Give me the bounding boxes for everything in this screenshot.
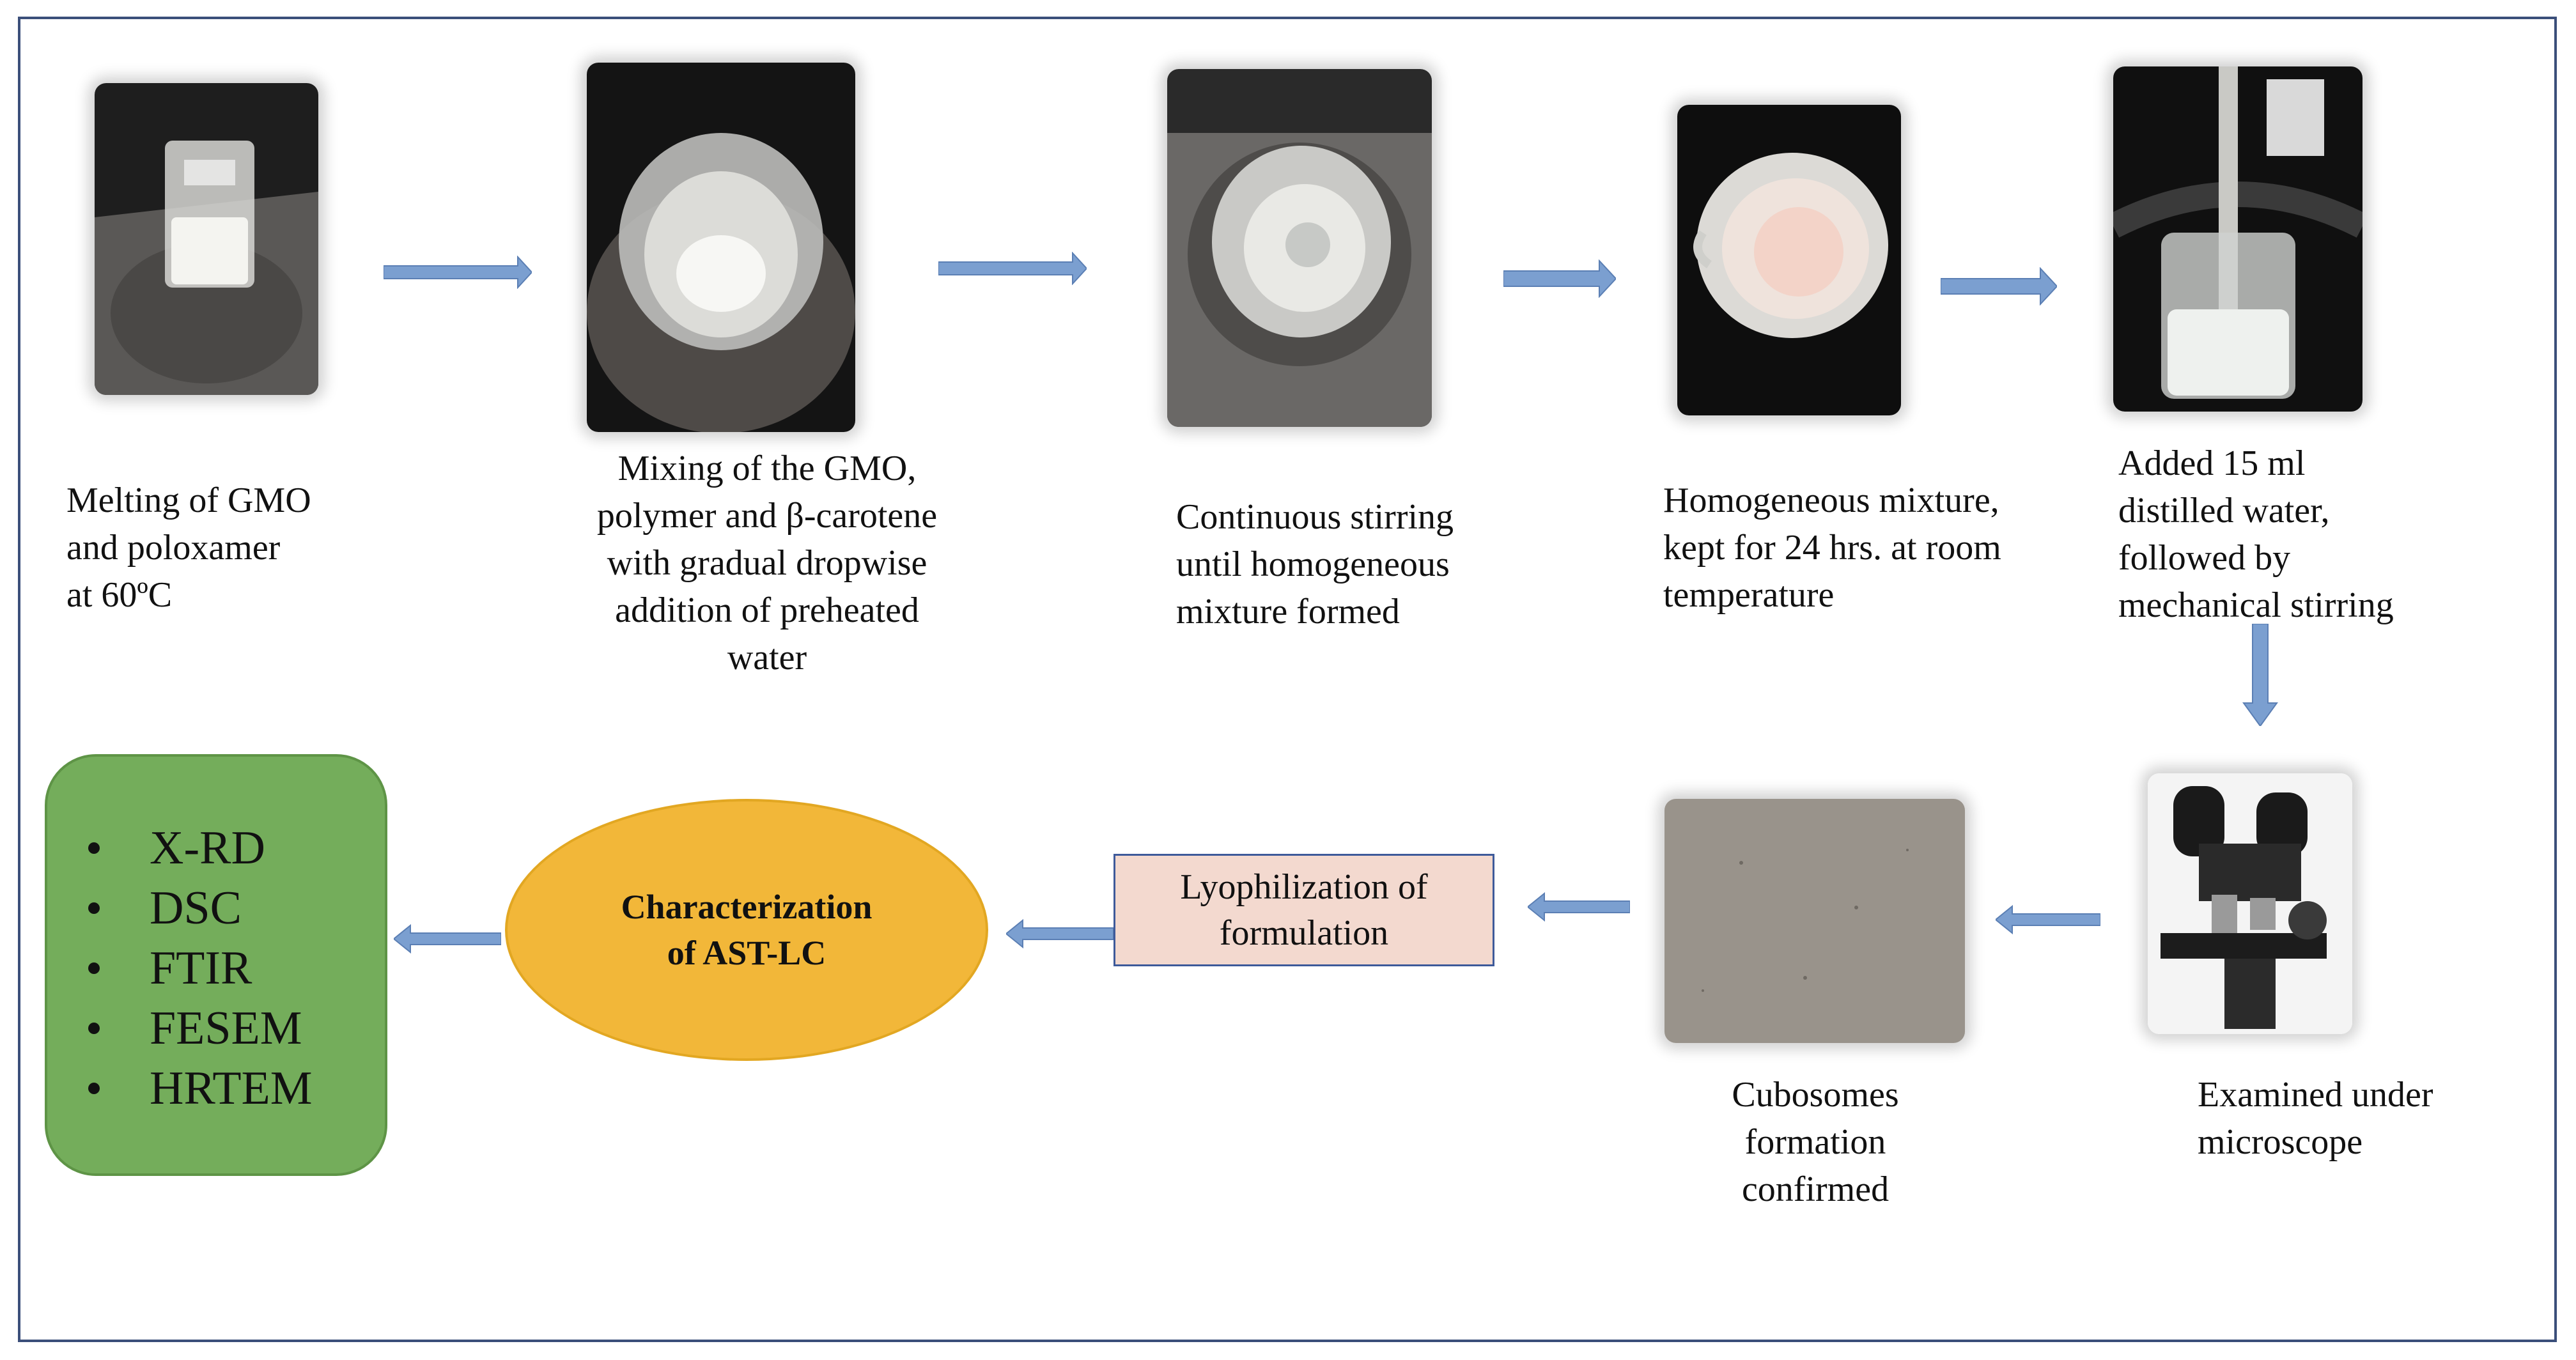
label-mixing: Mixing of the GMO, polymer and β-caroten… xyxy=(596,449,938,677)
arrow-left-4 xyxy=(394,924,501,954)
techniques-list: X-RD DSC FTIR FESEM HRTEM xyxy=(47,757,385,1118)
photo-mixing xyxy=(587,63,855,432)
label-stirring: Continuous stirring until homogeneous mi… xyxy=(1176,497,1454,631)
photo-microscope xyxy=(2148,773,2352,1034)
arrow-right-3 xyxy=(1503,259,1616,298)
photo-melting xyxy=(95,83,318,395)
technique-item: DSC xyxy=(88,878,385,938)
technique-item: HRTEM xyxy=(88,1058,385,1118)
diagram-frame xyxy=(18,17,2557,1342)
technique-item: FESEM xyxy=(88,998,385,1058)
label-homogeneous: Homogeneous mixture, kept for 24 hrs. at… xyxy=(1663,481,2001,615)
arrow-left-1 xyxy=(1996,905,2100,934)
label-microscope: Examined under microscope xyxy=(2198,1075,2433,1162)
arrow-left-3 xyxy=(1006,919,1113,948)
technique-item: X-RD xyxy=(88,818,385,878)
arrow-down xyxy=(2242,624,2278,726)
label-cubosomes: Cubosomes formation confirmed xyxy=(1732,1075,1899,1209)
photo-homogeneous xyxy=(1677,105,1901,415)
photo-stirring xyxy=(1167,69,1432,427)
label-melting: Melting of GMO and poloxamer at 60ºC xyxy=(66,481,311,615)
bullet-icon xyxy=(88,1083,100,1094)
technique-item: FTIR xyxy=(88,938,385,998)
arrow-right-2 xyxy=(938,252,1087,285)
arrow-right-4 xyxy=(1941,267,2057,305)
photo-cubosomes xyxy=(1664,799,1965,1043)
bullet-icon xyxy=(88,842,100,854)
techniques-box: X-RD DSC FTIR FESEM HRTEM xyxy=(45,754,387,1176)
arrow-right-1 xyxy=(384,256,532,289)
label-water: Added 15 ml distilled water, followed by… xyxy=(2118,444,2394,625)
arrow-left-2 xyxy=(1528,892,1630,922)
photo-mechanical-stirring xyxy=(2113,66,2363,412)
bullet-icon xyxy=(88,902,100,914)
bullet-icon xyxy=(88,1023,100,1034)
bullet-icon xyxy=(88,962,100,974)
characterization-ellipse: Characterization of AST-LC xyxy=(505,799,988,1061)
lyophilization-box: Lyophilization of formulation xyxy=(1113,854,1494,966)
